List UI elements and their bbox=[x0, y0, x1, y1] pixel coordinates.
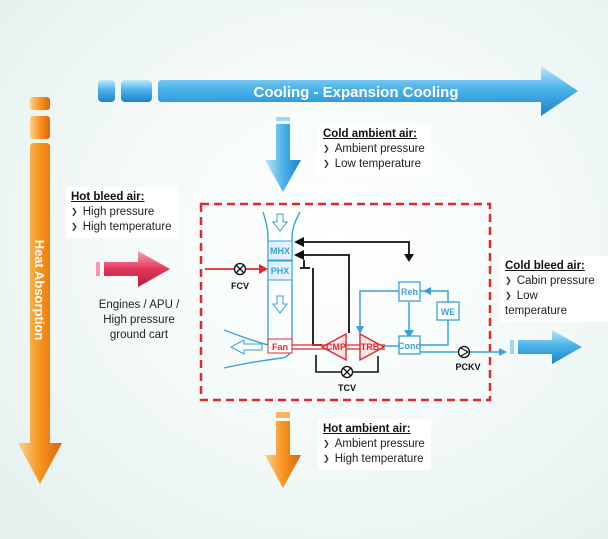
arrowhead bbox=[294, 237, 304, 247]
heat-arrow bbox=[18, 143, 62, 484]
blue-loop bbox=[359, 290, 504, 353]
cooling-title: Cooling - Expansion Cooling bbox=[254, 84, 459, 101]
ram-flow-arrow bbox=[271, 213, 289, 232]
cooling-arrow bbox=[158, 66, 578, 116]
mhx-phx-lines bbox=[300, 241, 410, 346]
label-title: Hot bleed air: bbox=[71, 191, 145, 203]
bleed-source-label: Engines / APU / High pressure ground car… bbox=[82, 298, 196, 343]
system-boundary bbox=[199, 202, 492, 402]
cond-block bbox=[398, 335, 421, 355]
arrowhead bbox=[404, 254, 414, 262]
label-title: Cold bleed air: bbox=[505, 260, 585, 272]
source-line: Engines / APU / bbox=[98, 299, 180, 311]
arrow-tail bbox=[510, 340, 514, 354]
heat-title: Heat Absorption bbox=[32, 240, 47, 341]
source-line: High pressure bbox=[103, 314, 175, 326]
label-item: Ambient pressure bbox=[323, 437, 425, 452]
we-label: WE bbox=[441, 307, 456, 317]
valve-mark bbox=[460, 347, 470, 357]
phx-label: PHX bbox=[271, 266, 290, 276]
fan-block bbox=[267, 338, 293, 354]
cmp-label: CMP bbox=[326, 342, 346, 352]
cond-label: Cond bbox=[398, 341, 421, 351]
valve-cross bbox=[342, 367, 352, 377]
banner-segment bbox=[98, 80, 115, 102]
label-item: Low temperature bbox=[323, 157, 425, 172]
arrow-tail bbox=[96, 262, 100, 276]
turbine-shape bbox=[359, 332, 386, 362]
arrowhead bbox=[294, 250, 304, 260]
phx-block bbox=[267, 260, 293, 281]
label-title: Cold ambient air: bbox=[323, 128, 417, 140]
hot-bleed-arrow bbox=[104, 251, 170, 287]
arrowhead bbox=[259, 264, 268, 274]
arrow-tail bbox=[276, 117, 290, 121]
cold-ambient-label: Cold ambient air: Ambient pressure Low t… bbox=[318, 124, 431, 175]
mhx-block bbox=[267, 240, 293, 261]
label-item: Cabin pressure bbox=[505, 274, 602, 289]
ram-flow-arrow bbox=[271, 295, 289, 314]
heat-banner: Heat Absorption bbox=[18, 97, 62, 484]
label-item: High pressure bbox=[71, 205, 172, 220]
fan-label: Fan bbox=[272, 342, 288, 352]
cooling-banner: Cooling - Expansion Cooling bbox=[98, 66, 578, 116]
arrowhead bbox=[356, 326, 364, 334]
mhx-label: MHX bbox=[270, 246, 290, 256]
arrowhead bbox=[404, 330, 414, 338]
banner-segment bbox=[30, 97, 50, 110]
hot-ambient-arrow bbox=[265, 421, 301, 488]
banner-segment bbox=[121, 80, 152, 102]
reh-block bbox=[398, 281, 421, 302]
valve-cross bbox=[235, 264, 245, 274]
label-item: Ambient pressure bbox=[323, 142, 425, 157]
cold-ambient-arrow bbox=[265, 124, 301, 192]
arrowhead bbox=[499, 348, 507, 356]
compressor-shape bbox=[320, 332, 347, 362]
reh-label: Reh bbox=[401, 287, 418, 297]
trb-label: TRB bbox=[361, 342, 380, 352]
exhaust-arrow bbox=[229, 339, 263, 355]
tcv-label: TCV bbox=[338, 383, 356, 393]
arrowhead bbox=[423, 287, 431, 295]
hot-ambient-label: Hot ambient air: Ambient pressure High t… bbox=[318, 419, 431, 470]
source-line: ground cart bbox=[109, 329, 169, 341]
cold-bleed-arrow bbox=[518, 330, 582, 364]
label-title: Hot ambient air: bbox=[323, 423, 411, 435]
banner-segment bbox=[30, 116, 50, 139]
label-item: High temperature bbox=[323, 452, 425, 467]
pckv-label: PCKV bbox=[455, 362, 480, 372]
pckv-valve-icon bbox=[457, 345, 471, 359]
cold-bleed-label: Cold bleed air: Cabin pressure Low tempe… bbox=[500, 256, 608, 322]
label-item: High temperature bbox=[71, 220, 172, 235]
fcv-label: FCV bbox=[231, 281, 249, 291]
label-item: Low temperature bbox=[505, 289, 602, 319]
arrow-tail bbox=[276, 412, 290, 418]
we-block bbox=[436, 301, 460, 321]
hot-bleed-label: Hot bleed air: High pressure High temper… bbox=[66, 187, 178, 238]
